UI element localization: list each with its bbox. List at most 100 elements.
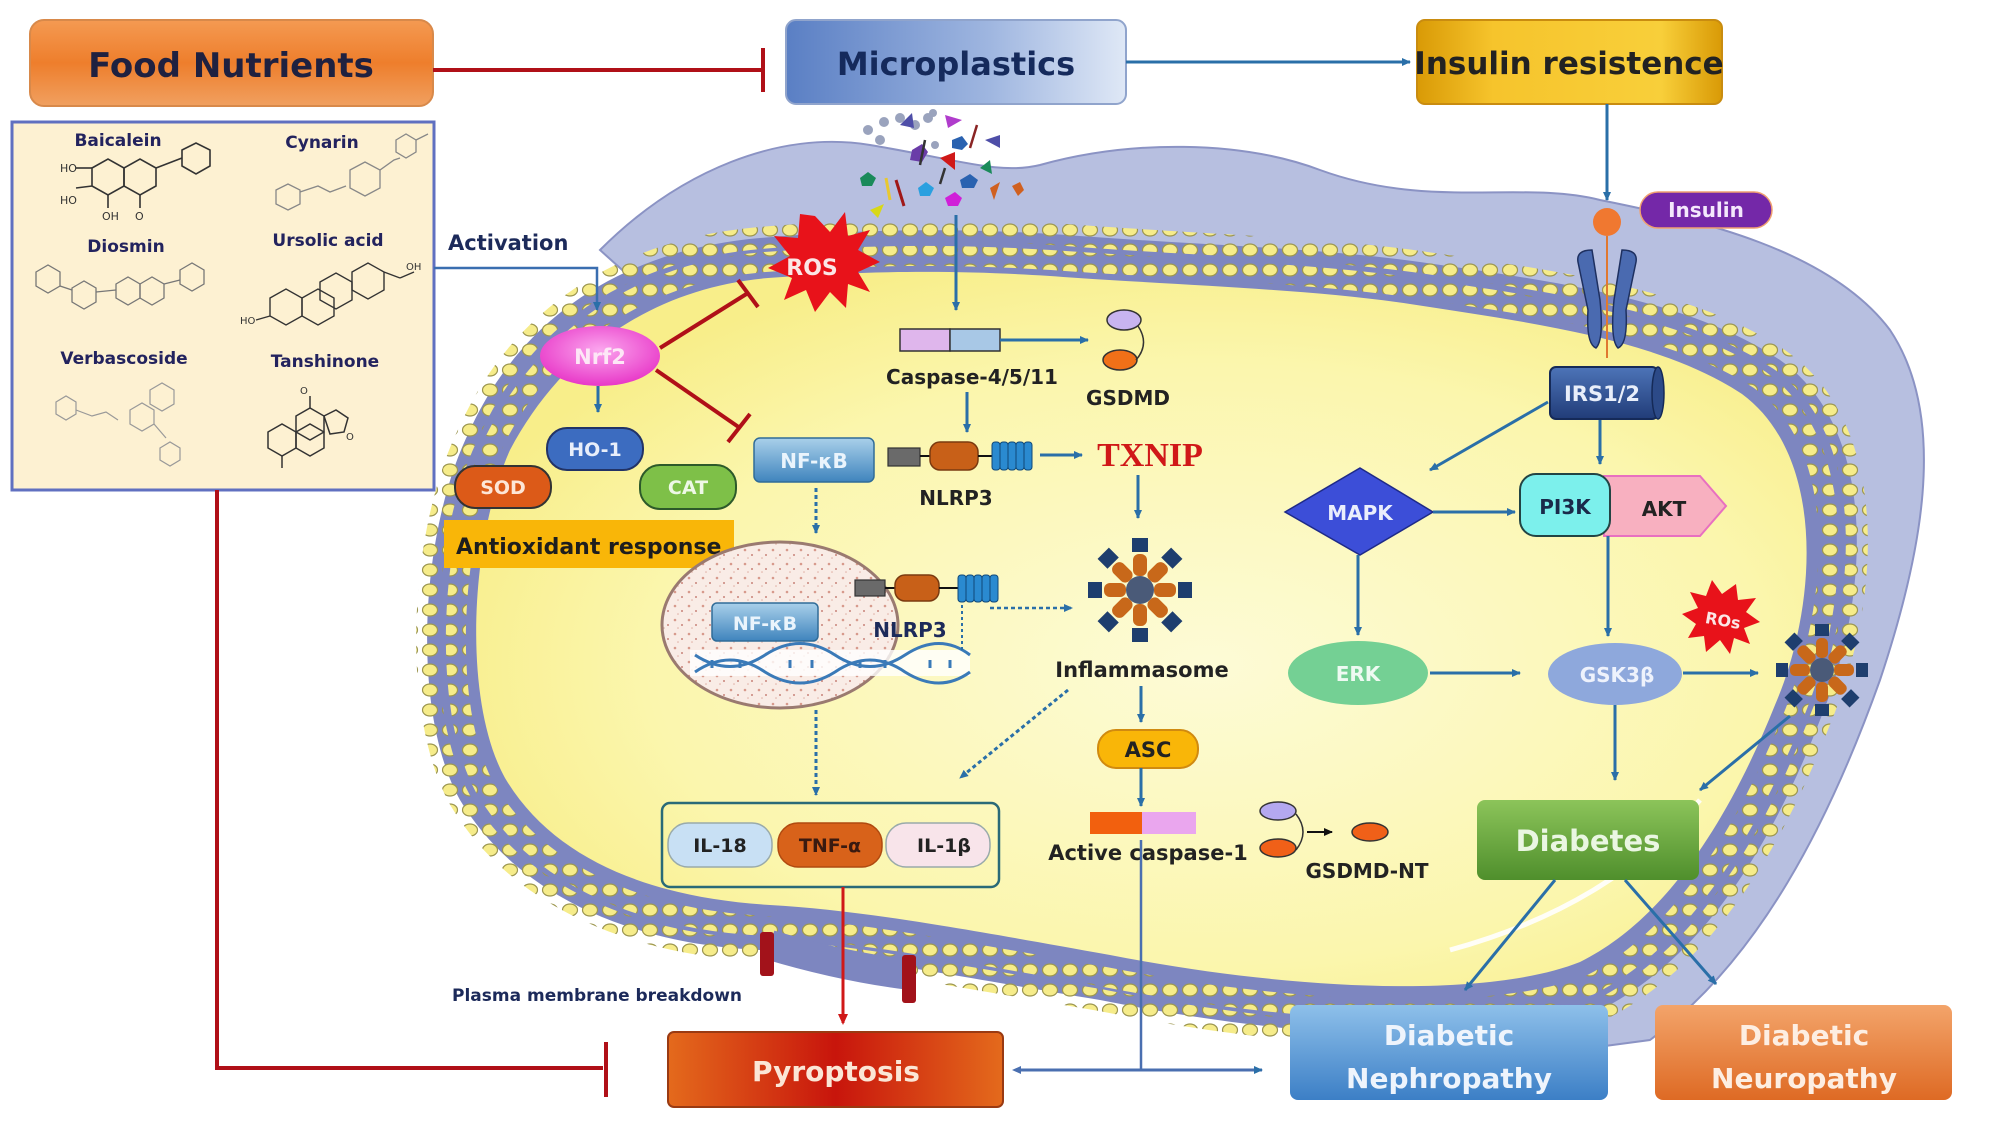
dna-icon	[690, 642, 971, 685]
nlrp3-label: NLRP3	[919, 486, 992, 510]
gsk3b-label: GSK3β	[1580, 663, 1655, 687]
nephropathy-label-line2: Nephropathy	[1346, 1062, 1552, 1095]
nucleus-nfkb-node[interactable]	[711, 602, 819, 642]
asc-label: ASC	[1125, 738, 1172, 762]
active-caspase-1-icon[interactable]	[1090, 812, 1196, 834]
food-nutrients-label: Food Nutrients	[88, 46, 374, 86]
lipid-layer	[416, 219, 1868, 1047]
inflammasome-icon[interactable]	[1088, 538, 1192, 642]
diabetic-nephropathy-box[interactable]: Diabetic Nephropathy	[1290, 1005, 1608, 1100]
nucleus-nlrp3-label: NLRP3	[873, 618, 946, 642]
neuropathy-label-line1: Diabetic	[1739, 1019, 1869, 1052]
sod-label: SOD	[480, 477, 526, 499]
nfkb-node[interactable]: NF-κB	[753, 437, 875, 483]
insulin-receptor-icon	[1577, 236, 1637, 358]
nutrient-verbascoside: Verbascoside	[60, 349, 187, 369]
insulin-label: Insulin	[1668, 198, 1744, 222]
pyroptosis-box[interactable]: Pyroptosis	[667, 1031, 1004, 1108]
txnip-label[interactable]: TXNIP	[1097, 437, 1203, 474]
neuropathy-label-line2: Neuropathy	[1711, 1062, 1897, 1095]
nutrients-panel: Baicalein Cynarin Diosmin Ursolic acid V…	[10, 120, 436, 492]
erk-node[interactable]: ERK	[1288, 641, 1428, 705]
insulin-resistance-label: Insulin resistence	[1414, 46, 1723, 82]
ros-label: ROS	[786, 256, 838, 281]
microplastics-label: Microplastics	[837, 45, 1075, 83]
il18-node[interactable]: IL-18	[667, 822, 773, 868]
gsk3b-node[interactable]: GSK3β	[1548, 643, 1682, 705]
akt-label: AKT	[1642, 497, 1687, 521]
microplastics-box[interactable]: Microplastics	[785, 19, 1127, 105]
svg-text:O: O	[346, 432, 354, 443]
nutrient-diosmin: Diosmin	[87, 237, 164, 257]
inflammasome-label: Inflammasome	[1055, 658, 1229, 682]
antioxidant-response-label: Antioxidant response	[456, 535, 721, 560]
pi3k-node[interactable]: PI3K	[1519, 473, 1611, 537]
nucleus-nfkb-label: NF-κB	[733, 613, 797, 635]
inhibit-bar-ros	[736, 278, 760, 309]
cytokines-box: IL-18 TNF-α IL-1β	[660, 801, 1001, 889]
arrow-inflammasome-diabetes	[1699, 714, 1791, 792]
diosmin-structure-icon	[35, 262, 205, 310]
ros-small-burst-icon: ROs	[1682, 580, 1760, 654]
nrf2-label: Nrf2	[574, 345, 626, 369]
inhibit-line-food-pyroptosis	[215, 490, 603, 1070]
inhibit-nrf2-nfkb	[654, 368, 742, 430]
caspase-label: Caspase-4/5/11	[886, 365, 1058, 389]
gsdmd-icon	[1102, 309, 1145, 371]
baicalein-structure-icon: HO HO OH O	[60, 142, 211, 223]
nutrient-baicalein: Baicalein	[74, 131, 161, 151]
nfkb-label: NF-κB	[780, 449, 848, 473]
microplastic-particles-icon	[860, 109, 1024, 218]
svg-text:HO: HO	[240, 316, 256, 327]
pore-left	[760, 932, 774, 976]
asc-node[interactable]: ASC	[1097, 729, 1199, 769]
svg-text:HO: HO	[60, 162, 77, 175]
arrow-diabetes-neuropathy	[1623, 879, 1718, 985]
il1b-node[interactable]: IL-1β	[885, 822, 991, 868]
inflammasome-right-icon[interactable]	[1776, 624, 1868, 716]
verbascoside-structure-icon	[55, 382, 181, 467]
insulin-badge[interactable]: Insulin	[1639, 191, 1773, 229]
nucleus: NF-κB NLRP3	[660, 540, 999, 710]
lipid-layer-inner	[445, 245, 1839, 1020]
svg-text:HO: HO	[60, 194, 77, 207]
ros-burst-icon: ROS	[768, 212, 880, 312]
sod-node[interactable]: SOD	[454, 465, 552, 509]
plasma-membrane-breakdown-label: Plasma membrane breakdown	[452, 986, 742, 1006]
akt-node[interactable]: AKT	[1603, 475, 1728, 537]
nephropathy-label-line1: Diabetic	[1384, 1019, 1514, 1052]
insulin-molecule-icon	[1593, 208, 1621, 236]
insulin-resistance-box[interactable]: Insulin resistence	[1414, 19, 1724, 105]
nlrp3-icon[interactable]	[887, 441, 1033, 471]
ursolic-acid-structure-icon: HO OH	[240, 262, 421, 327]
il1b-label: IL-1β	[917, 835, 971, 857]
ho1-node[interactable]: HO-1	[546, 427, 644, 471]
arrow-inflammasome-cytokines	[959, 688, 1069, 780]
gsdmd-cleavage-icon	[1259, 801, 1389, 858]
arrow-diabetes-nephropathy	[1463, 879, 1557, 991]
pyroptosis-label: Pyroptosis	[752, 1055, 920, 1088]
mapk-node[interactable]: MAPK	[1283, 467, 1435, 556]
svg-text:OH: OH	[406, 262, 421, 273]
irs-node[interactable]: IRS1/2	[1549, 366, 1665, 420]
cat-label: CAT	[668, 477, 708, 499]
il18-label: IL-18	[693, 835, 747, 857]
gsdmd-label: GSDMD	[1086, 386, 1170, 410]
nutrient-ursolic-acid: Ursolic acid	[272, 231, 383, 251]
cat-node[interactable]: CAT	[639, 464, 737, 510]
arrow-irs-mapk	[1429, 400, 1549, 472]
irs-label: IRS1/2	[1564, 382, 1640, 406]
tnfa-node[interactable]: TNF-α	[777, 822, 883, 868]
gsdmd-nt-label: GSDMD-NT	[1306, 859, 1429, 883]
tanshinone-structure-icon: O O	[267, 386, 354, 468]
pore-right	[902, 955, 916, 1003]
cynarin-structure-icon	[275, 133, 429, 211]
nrf2-node[interactable]: Nrf2	[540, 326, 660, 386]
diabetic-neuropathy-box[interactable]: Diabetic Neuropathy	[1655, 1005, 1952, 1100]
diabetes-box[interactable]: Diabetes	[1477, 800, 1699, 880]
diabetes-label: Diabetes	[1516, 824, 1661, 858]
food-nutrients-box[interactable]: Food Nutrients	[29, 19, 434, 107]
activation-label: Activation	[448, 231, 568, 255]
inhibit-bar-nfkb	[726, 412, 752, 444]
